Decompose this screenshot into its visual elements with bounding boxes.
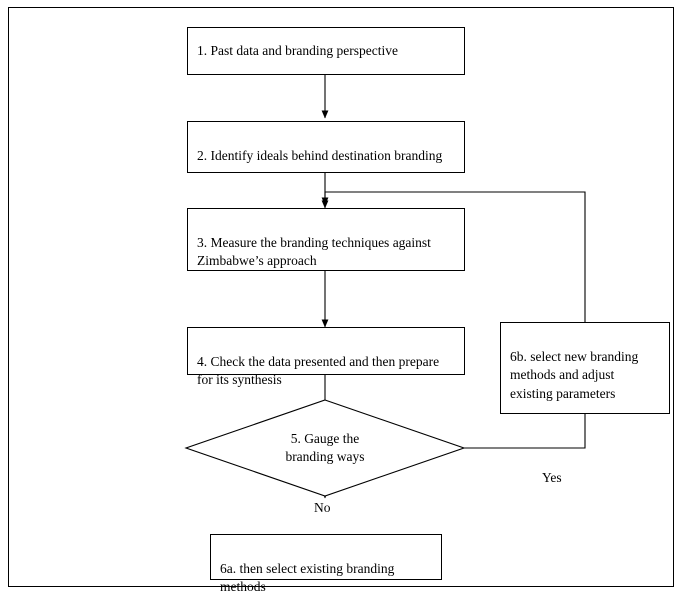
node-step5-decision: 5. Gauge the branding ways <box>184 399 466 497</box>
node-step6a: 6a. then select existing branding method… <box>210 534 442 594</box>
node-step4-label: 4. Check the data presented and then pre… <box>197 354 440 388</box>
node-step1-label: 1. Past data and branding perspective <box>197 42 398 58</box>
edge-label-yes: Yes <box>542 470 562 485</box>
node-step3: 3. Measure the branding techniques again… <box>187 208 465 271</box>
node-step6b-label: 6b. select new branding methods and adju… <box>510 349 639 401</box>
node-step2: 2. Identify ideals behind destination br… <box>187 121 465 173</box>
node-step3-label: 3. Measure the branding techniques again… <box>197 235 431 269</box>
node-step2-label: 2. Identify ideals behind destination br… <box>197 148 443 164</box>
diagram-border <box>8 7 674 587</box>
node-step6a-label: 6a. then select existing branding method… <box>220 561 395 595</box>
node-step6b: 6b. select new branding methods and adju… <box>500 322 670 414</box>
node-step1: 1. Past data and branding perspective <box>187 27 465 75</box>
node-step4: 4. Check the data presented and then pre… <box>187 327 465 387</box>
edge-label-no: No <box>314 500 331 515</box>
node-step5-label: 5. Gauge the branding ways <box>285 430 365 464</box>
